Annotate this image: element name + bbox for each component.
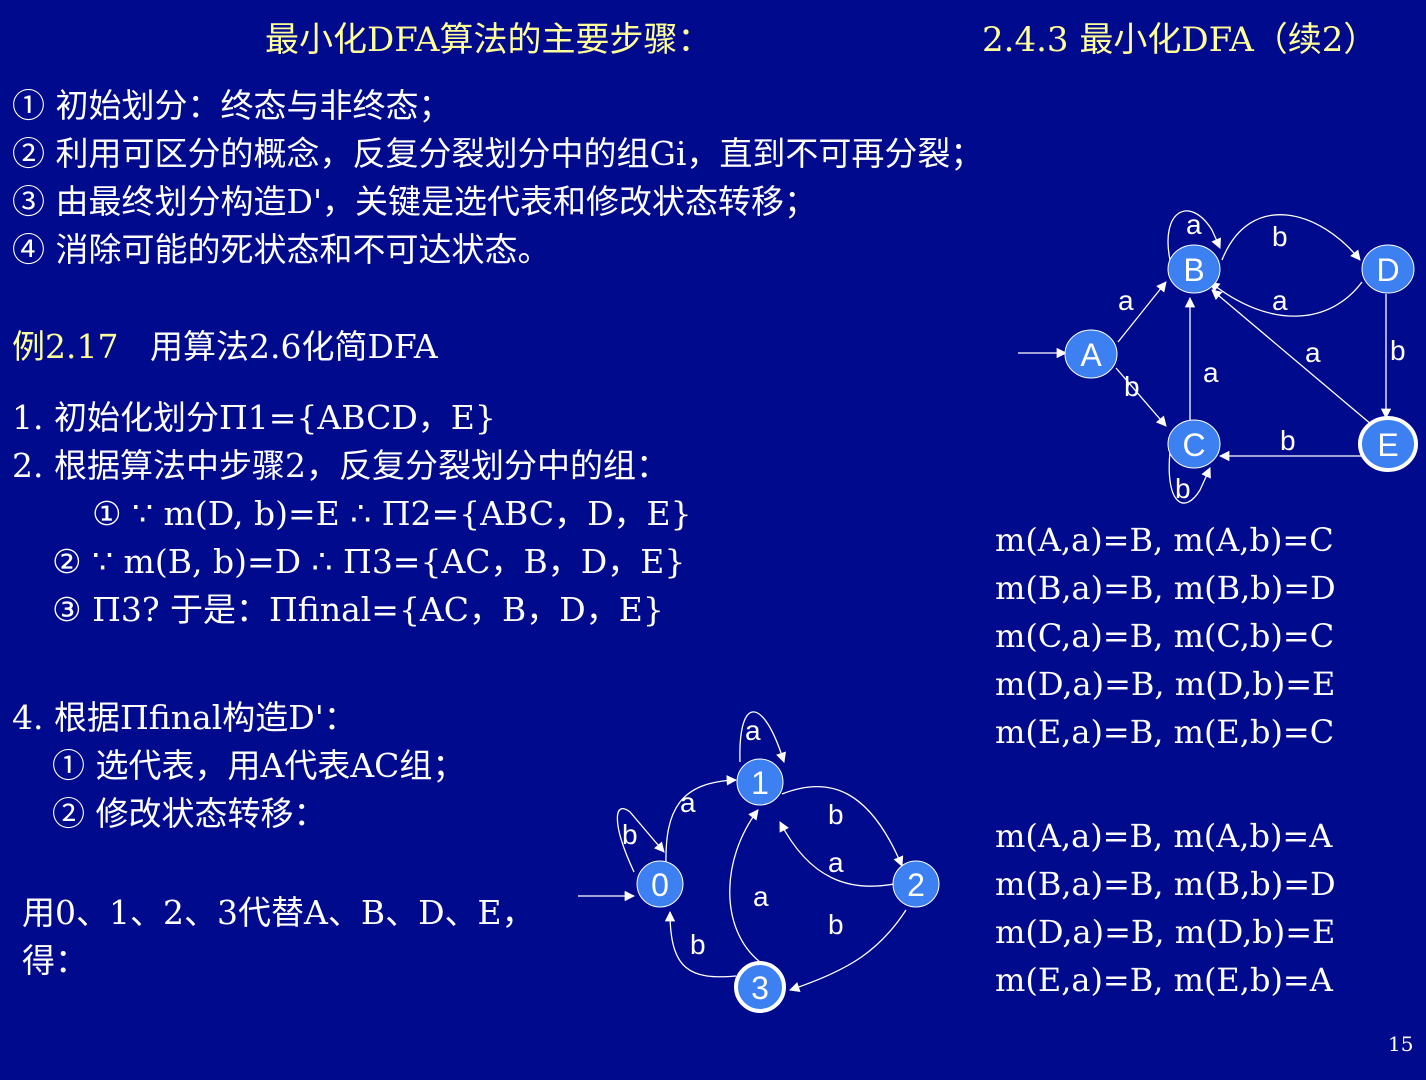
svg-text:a: a <box>828 847 844 878</box>
svg-text:A: A <box>1080 337 1102 373</box>
svg-text:a: a <box>1186 209 1202 240</box>
svg-text:0: 0 <box>651 867 669 903</box>
example-step4-sub-2: ② 修改状态转移： <box>52 794 327 833</box>
state-B: B <box>1167 244 1221 294</box>
transition-row: m(A,a)=B, m(A,b)=C <box>995 521 1334 559</box>
svg-text:b: b <box>1124 371 1140 402</box>
svg-text:b: b <box>1272 221 1288 252</box>
example-sub-3: ③ Π3? 于是：Πfinal={AC，B，D，E} <box>52 590 664 629</box>
step-2: ② 利用可区分的概念，反复分裂划分中的组Gi，直到不可再分裂； <box>12 134 984 173</box>
svg-text:b: b <box>690 929 706 960</box>
svg-text:b: b <box>1390 335 1406 366</box>
transition-row: m(A,a)=B, m(A,b)=A <box>995 817 1333 855</box>
page-number: 15 <box>1388 1032 1414 1056</box>
svg-text:a: a <box>745 715 761 746</box>
example-step1: 1. 初始化划分Π1={ABCD，E} <box>12 398 496 437</box>
svg-text:2: 2 <box>907 867 925 903</box>
transition-row: m(C,a)=B, m(C,b)=C <box>995 617 1335 655</box>
svg-text:3: 3 <box>751 970 769 1006</box>
example-label: 例2.17 <box>12 327 119 366</box>
state-1: 1 <box>736 758 784 806</box>
transition-row: m(E,a)=B, m(E,b)=A <box>995 961 1333 999</box>
slide-title: 最小化DFA算法的主要步骤： <box>265 20 712 60</box>
example-step2: 2. 根据算法中步骤2，反复分裂划分中的组： <box>12 446 669 485</box>
svg-text:b: b <box>828 909 844 940</box>
svg-text:a: a <box>753 881 769 912</box>
svg-text:C: C <box>1182 427 1205 463</box>
state-E-final: E <box>1358 416 1418 472</box>
svg-text:b: b <box>828 799 844 830</box>
original-transition-table: m(A,a)=B, m(A,b)=C m(B,a)=B, m(B,b)=D m(… <box>995 516 1336 756</box>
state-3-final: 3 <box>734 961 786 1013</box>
svg-text:a: a <box>1118 285 1134 316</box>
minimized-transition-table: m(A,a)=B, m(A,b)=A m(B,a)=B, m(B,b)=D m(… <box>995 812 1336 1004</box>
svg-text:a: a <box>1272 285 1288 316</box>
step-3: ③ 由最终划分构造D'，关键是选代表和修改状态转移； <box>12 182 818 221</box>
step-4: ④ 消除可能的死状态和不可达状态。 <box>12 230 551 269</box>
state-D: D <box>1361 244 1415 294</box>
state-0: 0 <box>636 860 684 908</box>
transition-row: m(B,a)=B, m(B,b)=D <box>995 569 1336 607</box>
svg-text:a: a <box>1203 357 1219 388</box>
state-A: A <box>1064 329 1118 379</box>
example-step4: 4. 根据Πfinal构造D'： <box>12 698 357 737</box>
step-1: ① 初始划分：终态与非终态； <box>12 86 452 125</box>
example-title: 用算法2.6化简DFA <box>149 327 438 366</box>
svg-text:b: b <box>1280 425 1296 456</box>
replace-line-2: 得： <box>22 941 88 980</box>
replace-line-1: 用0、1、2、3代替A、B、D、E， <box>22 893 535 932</box>
transition-row: m(D,a)=B, m(D,b)=E <box>995 913 1336 951</box>
svg-text:b: b <box>622 819 638 850</box>
section-title: 2.4.3 最小化DFA（续2） <box>982 20 1378 60</box>
minimized-dfa-diagram: 0 1 2 3 a b a b a a b b <box>578 711 940 1013</box>
state-2: 2 <box>892 860 940 908</box>
transition-row: m(B,a)=B, m(B,b)=D <box>995 865 1336 903</box>
svg-text:a: a <box>1305 337 1321 368</box>
svg-text:b: b <box>1175 473 1191 504</box>
example-heading: 例2.17 用算法2.6化简DFA <box>12 327 438 367</box>
transition-row: m(D,a)=B, m(D,b)=E <box>995 665 1336 703</box>
example-sub-1: ① ∵ m(D, b)=E ∴ Π2={ABC，D，E} <box>92 494 692 533</box>
svg-text:D: D <box>1376 252 1399 288</box>
example-step4-sub-1: ① 选代表，用A代表AC组； <box>52 746 466 785</box>
transition-row: m(E,a)=B, m(E,b)=C <box>995 713 1335 751</box>
svg-text:E: E <box>1377 427 1398 463</box>
svg-text:B: B <box>1183 252 1204 288</box>
svg-text:1: 1 <box>751 765 769 801</box>
example-sub-2: ② ∵ m(B, b)=D ∴ Π3={AC，B，D，E} <box>52 542 686 581</box>
original-dfa-diagram: A B C D E a b a b a a a b b b <box>1018 209 1418 504</box>
state-C: C <box>1167 419 1221 469</box>
svg-text:a: a <box>680 787 696 818</box>
